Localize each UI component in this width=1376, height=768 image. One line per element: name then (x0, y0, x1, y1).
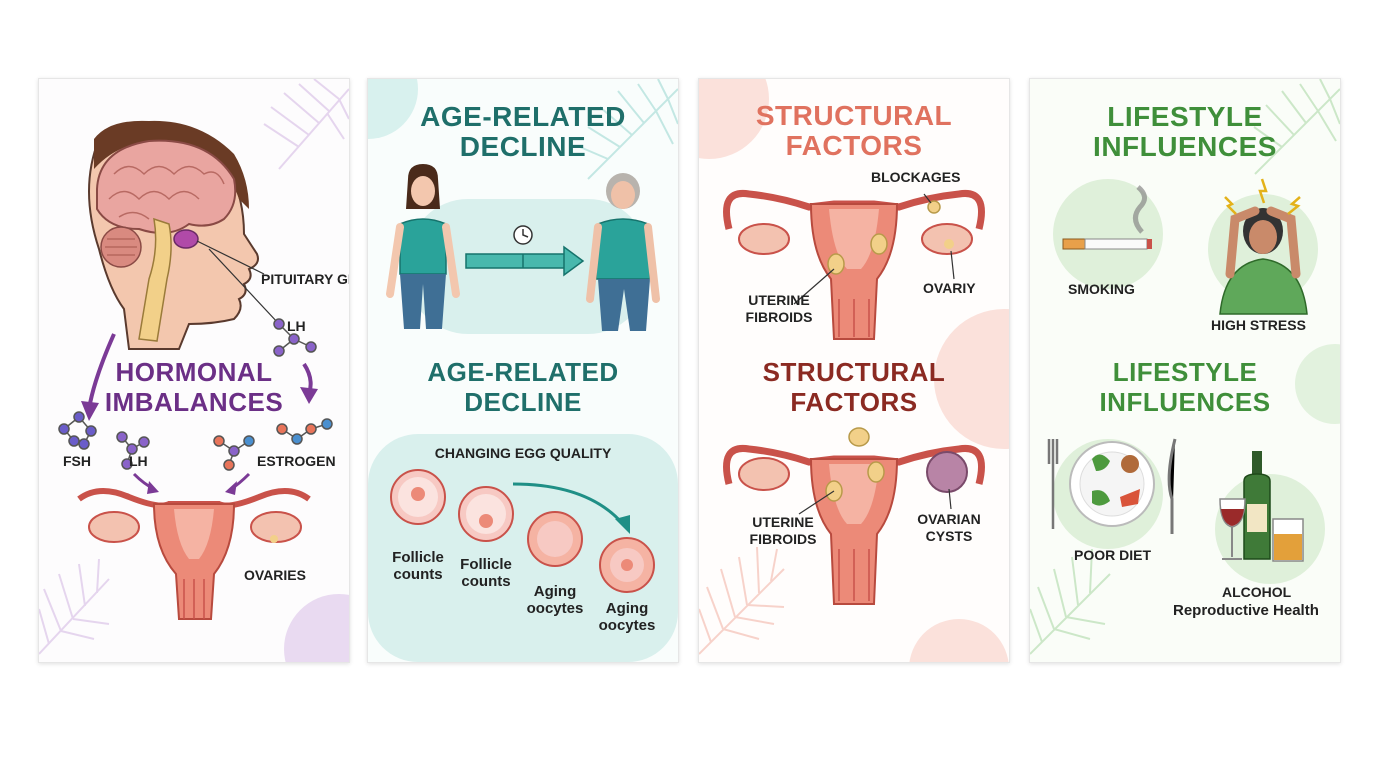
label-pituitary-gland: PITUITARY GLAND (261, 271, 349, 287)
blockage-marker (927, 200, 941, 214)
label-uterine-fibroids-top: UTERINE FIBROIDS (745, 292, 813, 325)
alcohol-icon (1219, 451, 1304, 562)
corner-circle-bottom (909, 619, 1009, 662)
egg-section-background (368, 434, 678, 662)
plate-icon (1047, 438, 1177, 534)
label-poor-diet: POOR DIET (1074, 547, 1152, 563)
brainstem (138, 217, 172, 342)
label-blockages: BLOCKAGES (871, 169, 961, 185)
label-ovariy: OVARIY (923, 280, 976, 296)
ovarian-cyst (926, 451, 968, 493)
age-illustration (368, 79, 678, 662)
side-circle (934, 309, 1009, 449)
pituitary-gland-marker (173, 229, 199, 249)
uterus-upper (723, 189, 985, 340)
label-uterine-fibroids: UTERINE FIBROIDS (749, 514, 817, 547)
label-smoking: SMOKING (1068, 281, 1135, 297)
label-lh: LH (129, 453, 148, 469)
label-follicle-counts-1: Follicle counts (392, 549, 444, 583)
quality-arrow (512, 482, 625, 525)
brain (96, 139, 237, 234)
label-follicle-counts-2: Follicle counts (460, 556, 512, 590)
label-ovaries: OVARIES (244, 567, 306, 583)
hormonal-illustration (39, 79, 349, 662)
label-estrogen: ESTROGEN (257, 453, 336, 469)
label-high-stress: HIGH STRESS (1211, 317, 1306, 333)
corner-circle (368, 79, 418, 139)
lifestyle-illustration (1030, 79, 1340, 655)
side-circle (1295, 344, 1340, 424)
label-alcohol: ALCOHOL (1222, 584, 1292, 600)
label-reproductive-health: Reproductive Health (1173, 602, 1319, 619)
subtitle-changing-egg-quality: CHANGING EGG QUALITY (434, 445, 612, 461)
label-lh-top: LH (287, 318, 306, 334)
molecule-fsh (58, 411, 97, 450)
molecule-estrogen (213, 418, 333, 471)
uterus-lower (723, 427, 985, 605)
palm-leaf-decoration (699, 546, 785, 655)
palm-leaf-decoration (579, 79, 678, 180)
molecule-lh (116, 431, 150, 470)
older-woman-figure (586, 173, 660, 331)
young-woman-figure (386, 164, 460, 329)
label-aging-oocytes-2: Aging oocytes (598, 600, 656, 634)
label-fsh: FSH (63, 453, 91, 469)
molecule-lh-top (273, 318, 317, 357)
label-ovarian-cysts: OVARIAN CYSTS (917, 511, 981, 544)
smoking-circle (1053, 179, 1163, 289)
corner-circle (699, 79, 769, 159)
structural-illustration (699, 79, 1009, 662)
palm-leaf-decoration (39, 79, 349, 655)
time-arrow (465, 253, 567, 269)
corner-circle (284, 594, 349, 662)
palm-leaf-decoration (1030, 79, 1340, 655)
stressed-person-icon (1219, 178, 1308, 315)
cigarette-icon (1062, 185, 1152, 250)
hair (94, 120, 249, 209)
label-aging-oocytes-1: Aging oocytes (526, 583, 584, 617)
uterus-diagram (77, 488, 311, 620)
egg-cells (390, 469, 655, 593)
